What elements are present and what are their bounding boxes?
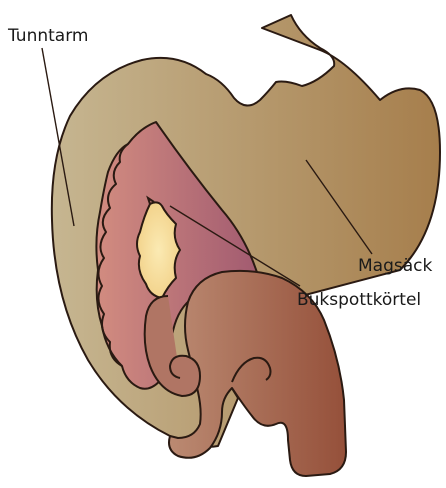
label-bukspottkortel: Bukspottkörtel — [297, 292, 421, 309]
label-tunntarm: Tunntarm — [8, 28, 88, 45]
label-magsack: Magsäck — [358, 258, 432, 275]
